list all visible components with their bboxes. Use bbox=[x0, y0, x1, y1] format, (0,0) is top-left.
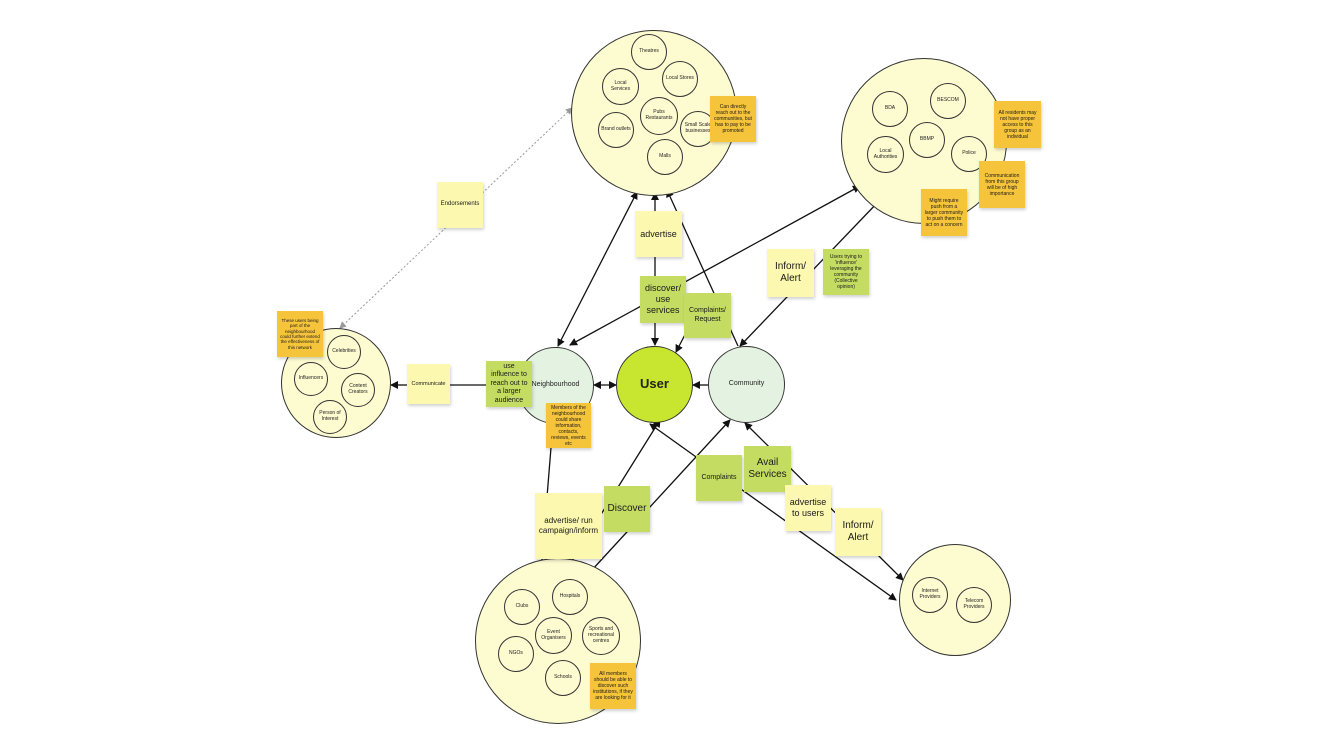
sub-person-of-interest: Person of Interest bbox=[313, 400, 347, 434]
sticky-users-influence: Users trying to 'influence' leveraging t… bbox=[823, 249, 869, 295]
connector-nb-to-services bbox=[557, 191, 638, 347]
note-authorities-importance: Communication from this group will be of… bbox=[979, 161, 1025, 208]
sticky-use-influence: use influence to reach out to a larger a… bbox=[486, 361, 532, 407]
sub-telecom-providers: Telecom Providers bbox=[956, 587, 992, 623]
sub-local-authorities: Local Authorities bbox=[867, 136, 904, 173]
sticky-inform-alert-bottom: Inform/ Alert bbox=[835, 508, 881, 556]
note-authorities-push: Might require push from a larger communi… bbox=[921, 189, 967, 236]
connector-influencers-services-dashed bbox=[339, 107, 573, 329]
sub-schools: Schools bbox=[545, 660, 581, 696]
sticky-advertise: advertise bbox=[635, 211, 682, 257]
note-services: Can directly reach out to the communitie… bbox=[710, 96, 756, 142]
note-influencers: These users being part of the neighbourh… bbox=[277, 311, 323, 357]
sticky-discover-use-services: discover/ use services bbox=[640, 276, 686, 323]
sticky-complaints: Complaints bbox=[696, 455, 742, 501]
community-hub: Community bbox=[708, 346, 785, 423]
sub-clubs: Clubs bbox=[504, 589, 540, 625]
sticky-members-note: Members of the neighbourhood could share… bbox=[546, 403, 591, 448]
sticky-advertise-run-campaign: advertise/ run campaign/inform bbox=[535, 493, 602, 559]
sub-event-organisers: Event Organisers bbox=[535, 617, 572, 654]
sticky-advertise-to-users: advertise to users bbox=[785, 485, 831, 531]
sub-hospitals: Hospitals bbox=[552, 579, 588, 615]
sub-pubs-restaurants: Pubs Restaurants bbox=[640, 97, 678, 135]
sub-internet-providers: Internet Providers bbox=[912, 577, 948, 613]
sticky-avail-services: Avail Services bbox=[744, 446, 791, 492]
sub-sports-centres: Sports and recreational centres bbox=[582, 617, 620, 655]
sticky-communicate: Communicate bbox=[407, 364, 450, 404]
connector-community-institutions bbox=[579, 419, 731, 584]
sub-bda: BDA bbox=[872, 91, 908, 127]
sub-brand-outlets: Brand outlets bbox=[598, 112, 634, 148]
sub-influencers: Influencers bbox=[294, 362, 328, 396]
sub-theatres: Theatres bbox=[631, 34, 667, 70]
sub-local-stores: Local Stores bbox=[662, 61, 698, 97]
user-hub: User bbox=[616, 346, 693, 423]
sub-content-creators: Content Creators bbox=[341, 373, 375, 407]
sub-celebrities: Celebrities bbox=[327, 335, 361, 369]
sticky-inform-alert-top: Inform/ Alert bbox=[767, 249, 814, 297]
sub-malls: Malls bbox=[647, 139, 683, 175]
sub-bescom: BESCOM bbox=[930, 83, 966, 119]
sub-bbmp: BBMP bbox=[909, 122, 945, 158]
sticky-endorsements: Endorsements bbox=[437, 182, 483, 228]
sub-ngos: NGOs bbox=[498, 636, 534, 672]
note-institutions: All members should be able to discover s… bbox=[590, 663, 636, 709]
note-authorities-access: All residents may not have proper access… bbox=[994, 101, 1041, 148]
sub-local-services: Local Services bbox=[602, 68, 639, 105]
sticky-complaints-request: Complaints/ Request bbox=[684, 293, 731, 338]
sticky-discover: Discover bbox=[604, 486, 650, 532]
